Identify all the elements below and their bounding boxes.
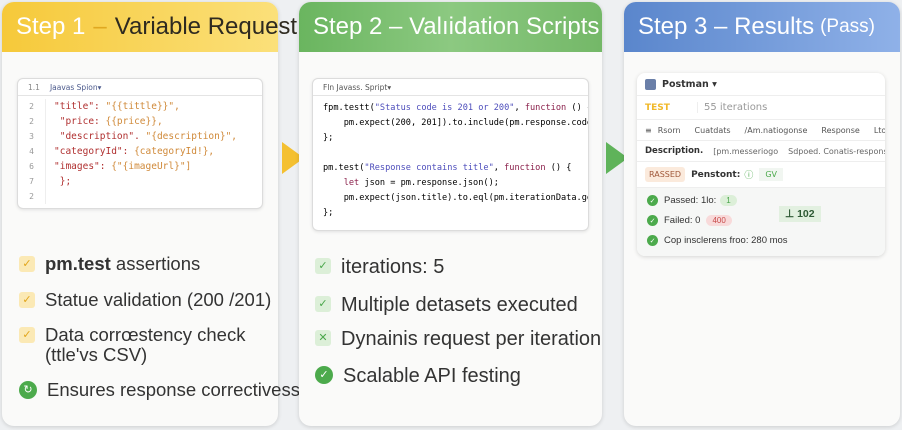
code-line: fpm.testt("Status code is 201 or 200", f… xyxy=(323,103,588,113)
feature-item: ✓Statue validation (200 /201) xyxy=(19,289,271,310)
code-line: pm.expect(json.title).to.eql(pm.iteratio… xyxy=(323,193,589,203)
status-badge: RASSED xyxy=(645,167,686,182)
result-tab[interactable]: Ltote xyxy=(873,125,885,135)
workspace-dropdown[interactable]: Postman ▾ xyxy=(662,78,717,90)
code-line: 7 }; xyxy=(18,174,262,189)
step2-panel: Step 2 – Valıidation Scripts Fln Javass.… xyxy=(299,2,602,426)
feature-item: ✕Dynainis request per iteration xyxy=(315,328,601,350)
check-circle-icon: ✓ xyxy=(647,195,658,206)
check-icon: ✓ xyxy=(19,256,35,272)
step3-header: Step 3 – Results(Pass) xyxy=(624,2,900,52)
check-icon: ✓ xyxy=(315,258,331,274)
step3-panel: Step 3 – Results(Pass) Postman ▾ TEST 55… xyxy=(624,2,900,426)
result-tab[interactable]: Cuatdats xyxy=(694,125,731,135)
check-icon: ✓ xyxy=(315,296,331,312)
check-icon: ✓ xyxy=(19,327,35,343)
check-circle-icon: ✓ xyxy=(647,215,658,226)
feature-item: ✓iterations: 5 xyxy=(315,256,444,278)
feature-item: ✓Scalable API festing xyxy=(315,365,521,387)
result-tab[interactable]: Rsorn xyxy=(657,125,681,135)
arrow-right-icon xyxy=(282,142,304,174)
code-line: 3 "description". "{description}", xyxy=(18,129,262,144)
code-line: 4"categoryId": {categoryId!}, xyxy=(18,144,262,159)
step1-header: Step 1–Variable Request xyxy=(2,2,297,52)
code-line: 6"images": {"{imageUrl}"] xyxy=(18,159,262,174)
code-line: pm.test("Response contains title", funct… xyxy=(323,163,572,173)
arrow-right-icon xyxy=(606,142,628,174)
language-dropdown[interactable]: Fln Javass. Spript▾ xyxy=(313,79,588,96)
check-icon: ✓ xyxy=(19,292,35,308)
x-icon: ✕ xyxy=(315,330,331,346)
code-line: let json = pm.response.json(); xyxy=(343,178,499,188)
code-line: }; xyxy=(323,208,334,218)
code-line xyxy=(323,146,588,161)
step2-header: Step 2 – Valıidation Scripts xyxy=(299,2,602,52)
code-line: pm.expect(200, 201]).to.include(pm.respo… xyxy=(323,118,589,128)
postman-logo-icon xyxy=(645,78,656,90)
check-circle-icon: ✓ xyxy=(647,235,658,246)
toggle-icon[interactable]: ⓘ xyxy=(744,171,754,181)
menu-icon[interactable]: ≡ xyxy=(645,125,652,135)
code-line: }; xyxy=(323,133,334,143)
feature-item: ✓Data corrœstency check(ttle'vs CSV) xyxy=(19,324,245,366)
language-dropdown[interactable]: Jaavas Spion▾ xyxy=(49,83,102,92)
result-tab[interactable]: Response xyxy=(821,125,860,135)
check-circle-icon: ✓ xyxy=(315,366,333,384)
code-line: 2 xyxy=(18,189,262,204)
feature-item: ✓Multiple detasets executed xyxy=(315,294,578,316)
total-count-badge: ⊥ 102 xyxy=(779,206,821,222)
feature-item: ↻Ensures response correctivess xyxy=(19,379,300,400)
code-line: 2 "price: {{price}}, xyxy=(18,114,262,129)
test-script-editor[interactable]: Fln Javass. Spript▾ fpm.testt("Status co… xyxy=(312,78,589,231)
result-tab[interactable]: /Am.natiogonse xyxy=(744,125,808,135)
code-line: 2"title": "{{tittle}}", xyxy=(18,99,262,114)
refresh-circle-icon: ↻ xyxy=(19,381,37,399)
feature-item: ✓pm.test assertions xyxy=(19,253,200,274)
